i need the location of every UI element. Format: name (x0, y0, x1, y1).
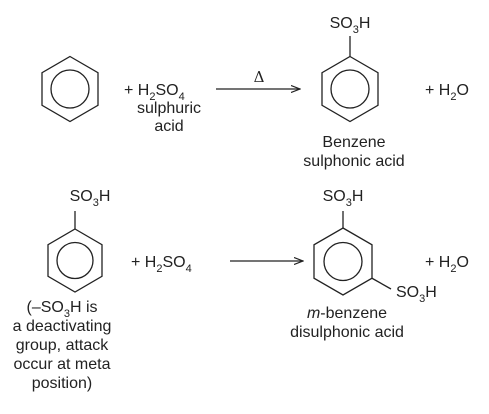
sulphonic-group-top: SO3H (323, 188, 364, 209)
note-line1: (–SO3H is (26, 299, 97, 320)
reagent-formula-1: + H2SO4 (124, 82, 185, 103)
benzene-ring-reactant-2 (47, 211, 103, 293)
product-name-2-line1: m-benzene (307, 305, 387, 322)
note-line4: occur at meta (14, 356, 111, 373)
byproduct-water-2: + H2O (425, 254, 469, 275)
product-name-1-line2: sulphonic acid (303, 153, 404, 170)
byproduct-water-1: + H2O (425, 82, 469, 103)
product-name-2-line2: disulphonic acid (290, 324, 404, 341)
reagent-formula-2: + H2SO4 (131, 254, 192, 275)
heat-symbol: Δ (254, 68, 265, 86)
reagent-name-line1: sulphuric (137, 100, 201, 117)
benzene-ring-reactant (41, 55, 99, 123)
sulphonic-group-reactant: SO3H (70, 188, 111, 209)
note-line5: position) (32, 375, 92, 392)
reagent-name-line2: acid (154, 118, 183, 135)
sulphonic-group-1: SO3H (330, 15, 371, 36)
benzene-ring-product-1 (321, 36, 379, 123)
sulphonic-group-meta: SO3H (396, 284, 437, 305)
note-line2: a deactivating (13, 318, 112, 335)
product-name-1-line1: Benzene (322, 134, 385, 151)
benzene-ring-product-2 (313, 211, 392, 296)
note-line3: group, attack (16, 337, 110, 354)
